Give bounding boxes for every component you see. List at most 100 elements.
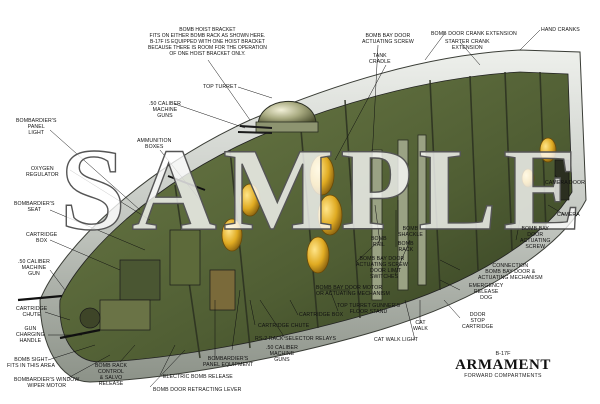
label-line: BOXES bbox=[145, 144, 164, 150]
label-top-turret-gunner-floor: TOP TURRET GUNNER'S FLOOR STAND bbox=[337, 303, 400, 315]
label-line: BOMB SIGHT bbox=[14, 357, 48, 363]
label-bomb-bay-door-actuating-screw-right: BOMB BAY DOOR ACTUATING SCREW bbox=[520, 226, 551, 250]
label-line: BOMBARDIER'S bbox=[16, 118, 57, 124]
label-line: RELEASE bbox=[98, 381, 124, 387]
label-line: EXTENSION bbox=[451, 45, 483, 51]
label-line: CHARGING bbox=[16, 332, 45, 338]
label-bombardier-seat: BOMBARDIER'S SEAT bbox=[14, 201, 55, 213]
label-hand-cranks: HAND CRANKS bbox=[541, 27, 580, 33]
label-line: STARTER CRANK bbox=[445, 39, 490, 45]
label-line: DOG bbox=[480, 295, 493, 301]
label-connection-bomb-bay-door: CONNECTION BOMB BAY DOOR & ACTUATING MEC… bbox=[478, 263, 543, 281]
label-line: ACTUATING bbox=[520, 238, 551, 244]
bomb-racks bbox=[371, 134, 427, 301]
label-line: MACHINE bbox=[21, 265, 47, 271]
label-line: BOMBARDIER'S WINDOW bbox=[14, 377, 80, 383]
label-line: TANK bbox=[372, 53, 387, 59]
title-block: B-17F ARMAMENT FORWARD COMPARTMENTS bbox=[438, 351, 568, 379]
label-bombardier-panel-equipment: BOMBARDIER'S PANEL EQUIPMENT bbox=[203, 356, 253, 368]
label-line: GUNS bbox=[274, 357, 290, 363]
label-top-turret: TOP TURRET bbox=[203, 84, 237, 90]
label-line: EMERGENCY bbox=[469, 283, 504, 289]
label-line: LIGHT bbox=[28, 130, 45, 136]
label-line: WALK bbox=[413, 326, 428, 332]
label-cal50-guns-top: .50 CALIBER MACHINE GUNS bbox=[149, 101, 181, 119]
nose-guns bbox=[17, 294, 101, 340]
label-oxygen-regulator: OXYGEN REGULATOR bbox=[26, 166, 59, 178]
label-line: ACTUATING MECHANISM bbox=[478, 275, 543, 281]
label-bombardier-window-wiper: BOMBARDIER'S WINDOW WIPER MOTOR bbox=[14, 377, 79, 389]
label-line: RACK bbox=[398, 247, 414, 253]
label-line: FLOOR STAND bbox=[349, 309, 388, 315]
label-emergency-release-dog: EMERGENCY RELEASE DOG bbox=[469, 283, 503, 301]
label-starter-crank-extension: STARTER CRANK EXTENSION bbox=[445, 39, 490, 51]
label-rs2-rack-selector: RS-2 RACK SELECTOR RELAYS bbox=[255, 336, 337, 342]
label-line: BOMB BAY DOOR bbox=[359, 256, 405, 262]
label-line: DOOR bbox=[469, 312, 486, 318]
label-cartridge-box-left: CARTRIDGE BOX bbox=[26, 232, 57, 244]
label-line: SCREW bbox=[525, 244, 546, 250]
leader-lines bbox=[44, 29, 566, 388]
label-line: RELEASE bbox=[473, 289, 499, 295]
label-line: BOMB bbox=[402, 226, 419, 232]
label-line: STOP bbox=[470, 318, 485, 324]
hoist-bracket-note: BOMB HOIST BRACKET FITS ON EITHER BOMB R… bbox=[148, 27, 267, 57]
label-bomb-shackle: BOMB SHACKLE bbox=[398, 226, 423, 238]
label-electric-bomb-release: ELECTRIC BOMB RELEASE bbox=[163, 374, 233, 380]
label-line: DOOR bbox=[527, 232, 544, 238]
label-ammunition-boxes: AMMUNITION BOXES bbox=[137, 138, 171, 150]
label-line: BOMB BAY DOOR MOTOR bbox=[316, 285, 383, 291]
label-line: CRADLE bbox=[369, 59, 391, 65]
label-line: CARTRIDGE bbox=[16, 306, 48, 312]
label-line: CONNECTION bbox=[492, 263, 529, 269]
note-line: BOMB HOIST BRACKET bbox=[179, 27, 236, 33]
label-tank-cradle: TANK CRADLE bbox=[369, 53, 391, 65]
label-cartridge-chute-left: CARTRIDGE CHUTE bbox=[16, 306, 47, 318]
label-bomb-door-crank-extension: BOMB DOOR CRANK EXTENSION bbox=[431, 31, 517, 37]
label-line: CAT bbox=[415, 320, 426, 326]
label-camera: CAMERA bbox=[557, 212, 580, 218]
label-line: SWITCHES bbox=[370, 274, 399, 280]
label-bomb-door-retracting-lever: BOMB DOOR RETRACTING LEVER bbox=[153, 387, 242, 393]
label-line: MACHINE bbox=[269, 351, 295, 357]
label-line: FITS IN THIS AREA bbox=[7, 363, 56, 369]
label-line: CARTRIDGE bbox=[26, 232, 58, 238]
label-line: MACHINE bbox=[152, 107, 178, 113]
label-line: CONTROL bbox=[97, 369, 125, 375]
label-line: BOMB bbox=[398, 241, 414, 247]
label-gun-charging-handle: GUN CHARGING HANDLE bbox=[16, 326, 45, 344]
label-line: .50 CALIBER bbox=[18, 259, 50, 265]
title-subtitle: FORWARD COMPARTMENTS bbox=[464, 373, 542, 379]
label-line: WIPER MOTOR bbox=[27, 383, 67, 389]
label-line: OXYGEN bbox=[30, 166, 54, 172]
label-line: .50 CALIBER bbox=[149, 101, 181, 107]
label-line: BOMB RACK bbox=[95, 363, 128, 369]
label-line: & SALVO bbox=[99, 375, 123, 381]
label-bomb-rail: BOMB RAIL bbox=[371, 236, 387, 248]
oxygen-tanks bbox=[221, 137, 557, 274]
note-line: B-17F IS EQUIPPED WITH ONE HOIST BRACKET bbox=[149, 39, 265, 45]
label-line: PANEL EQUIPMENT bbox=[203, 362, 254, 368]
label-line: BOMB BAY DOOR bbox=[365, 33, 411, 39]
label-camera-door: CAMERA DOOR bbox=[545, 180, 586, 186]
label-line: TOP TURRET GUNNER'S bbox=[337, 303, 401, 309]
label-cal50-gun-left: .50 CALIBER MACHINE GUN bbox=[18, 259, 50, 277]
label-line: BOX bbox=[36, 238, 48, 244]
note-line: FITS ON EITHER BOMB RACK AS SHOWN HERE. bbox=[149, 33, 266, 39]
label-line: BOMBARDIER'S bbox=[14, 201, 55, 207]
label-bomb-bay-door-motor: BOMB BAY DOOR MOTOR OR ACTUATING MECHANI… bbox=[316, 285, 390, 297]
label-line: PANEL bbox=[27, 124, 45, 130]
label-line: DOOR LIMIT bbox=[370, 268, 402, 274]
label-line: REGULATOR bbox=[26, 172, 59, 178]
label-bomb-sight: BOMB SIGHT FITS IN THIS AREA bbox=[7, 357, 55, 369]
label-bomb-bay-door-actuating-screw-top: BOMB BAY DOOR ACTUATING SCREW bbox=[362, 33, 414, 45]
top-turret bbox=[237, 100, 319, 134]
label-cat-walk: CAT WALK bbox=[413, 320, 428, 332]
label-line: SHACKLE bbox=[398, 232, 423, 238]
label-door-stop-cartridge: DOOR STOP CARTRIDGE bbox=[462, 312, 493, 330]
label-line: BOMB bbox=[371, 236, 387, 242]
label-line: BOMBARDIER'S bbox=[207, 356, 249, 362]
label-line: CARTRIDGE bbox=[462, 324, 494, 330]
